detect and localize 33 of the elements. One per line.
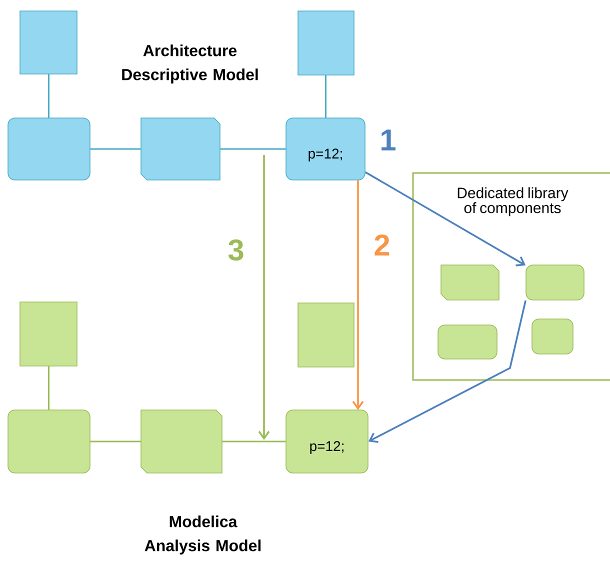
component-box	[298, 302, 354, 368]
component-box	[440, 264, 500, 300]
step-number: 1	[378, 128, 398, 152]
component-box	[286, 410, 368, 474]
code-text: p=12;	[308, 148, 342, 162]
component-box	[20, 10, 78, 74]
component-box	[526, 264, 584, 300]
component-box	[140, 410, 222, 474]
arrow	[258, 155, 270, 440]
connector-line	[90, 440, 141, 442]
component-box	[298, 10, 354, 76]
step-number: 3	[226, 238, 246, 262]
model-title: Architecture Descriptive Model	[122, 44, 258, 84]
component-box	[532, 318, 574, 354]
arrow	[368, 300, 526, 443]
connector-line	[48, 74, 50, 118]
connector-line	[90, 148, 141, 150]
step-number: 2	[372, 234, 392, 256]
component-box	[140, 118, 220, 180]
connector-line	[325, 75, 326, 118]
component-box	[438, 324, 498, 360]
component-box	[8, 410, 90, 474]
arrow	[352, 180, 364, 410]
component-box	[286, 118, 366, 180]
connector-line	[220, 148, 286, 150]
connector-line	[48, 366, 50, 410]
model-title: Modelica Analysis Model	[144, 516, 261, 554]
code-text: p=12;	[310, 441, 344, 454]
arrow	[364, 171, 526, 266]
connector-line	[222, 440, 286, 442]
panel-title: Dedicated library of components	[458, 187, 568, 216]
component-box	[8, 118, 90, 180]
component-box	[20, 302, 78, 366]
